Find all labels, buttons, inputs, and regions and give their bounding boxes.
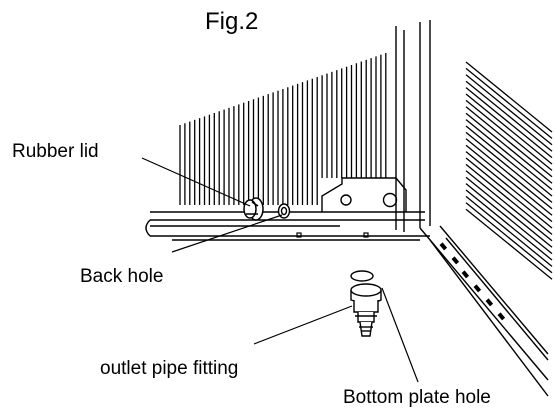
hatch-line [465,163,553,235]
frame-uprights [395,20,431,232]
condenser-fins [179,52,387,205]
hatch-line [465,99,553,171]
hatch-line [465,151,553,223]
drain-dash [461,270,470,279]
hatch-line [465,208,553,280]
leader-lines [141,157,419,383]
drain-dash [485,298,494,307]
rubber-lid-shape [243,197,264,221]
hatch-line [465,112,553,184]
hatch-line [465,125,553,197]
figure-title: Fig.2 [205,8,259,35]
hatch-line [465,157,553,229]
hatch-line [465,106,553,178]
mounting-bracket [321,177,407,212]
hatch-line [465,131,553,203]
hatch-line [465,202,553,274]
label-rubber-lid: Rubber lid [12,141,99,162]
drain-dash [451,256,460,265]
side-panel-hatching [465,61,553,280]
hatch-line [465,138,553,210]
hatch-line [465,195,553,267]
hatch-line [465,119,553,191]
rail-slots [296,232,369,238]
hatch-line [465,170,553,242]
hatch-line [465,74,553,146]
drain-dashes [439,242,506,321]
drain-dash [439,242,448,251]
hatch-line [465,61,553,133]
label-bottom-plate-hole: Bottom plate hole [343,387,491,408]
label-back-hole: Back hole [80,266,164,287]
hatch-line [465,144,553,216]
label-outlet-pipe-fitting: outlet pipe fitting [100,358,239,379]
back-hole-shape [277,203,291,219]
outlet-pipe-fitting-shape [350,270,382,337]
hatch-line [465,183,553,255]
hatch-line [465,189,553,261]
hatch-line [465,80,553,152]
hatch-line [465,93,553,165]
side-drain-channel [419,225,549,397]
hatch-line [465,176,553,248]
hatch-line [465,67,553,139]
drain-dash [497,312,506,321]
hatch-line [465,87,553,159]
drain-dash [473,284,482,293]
